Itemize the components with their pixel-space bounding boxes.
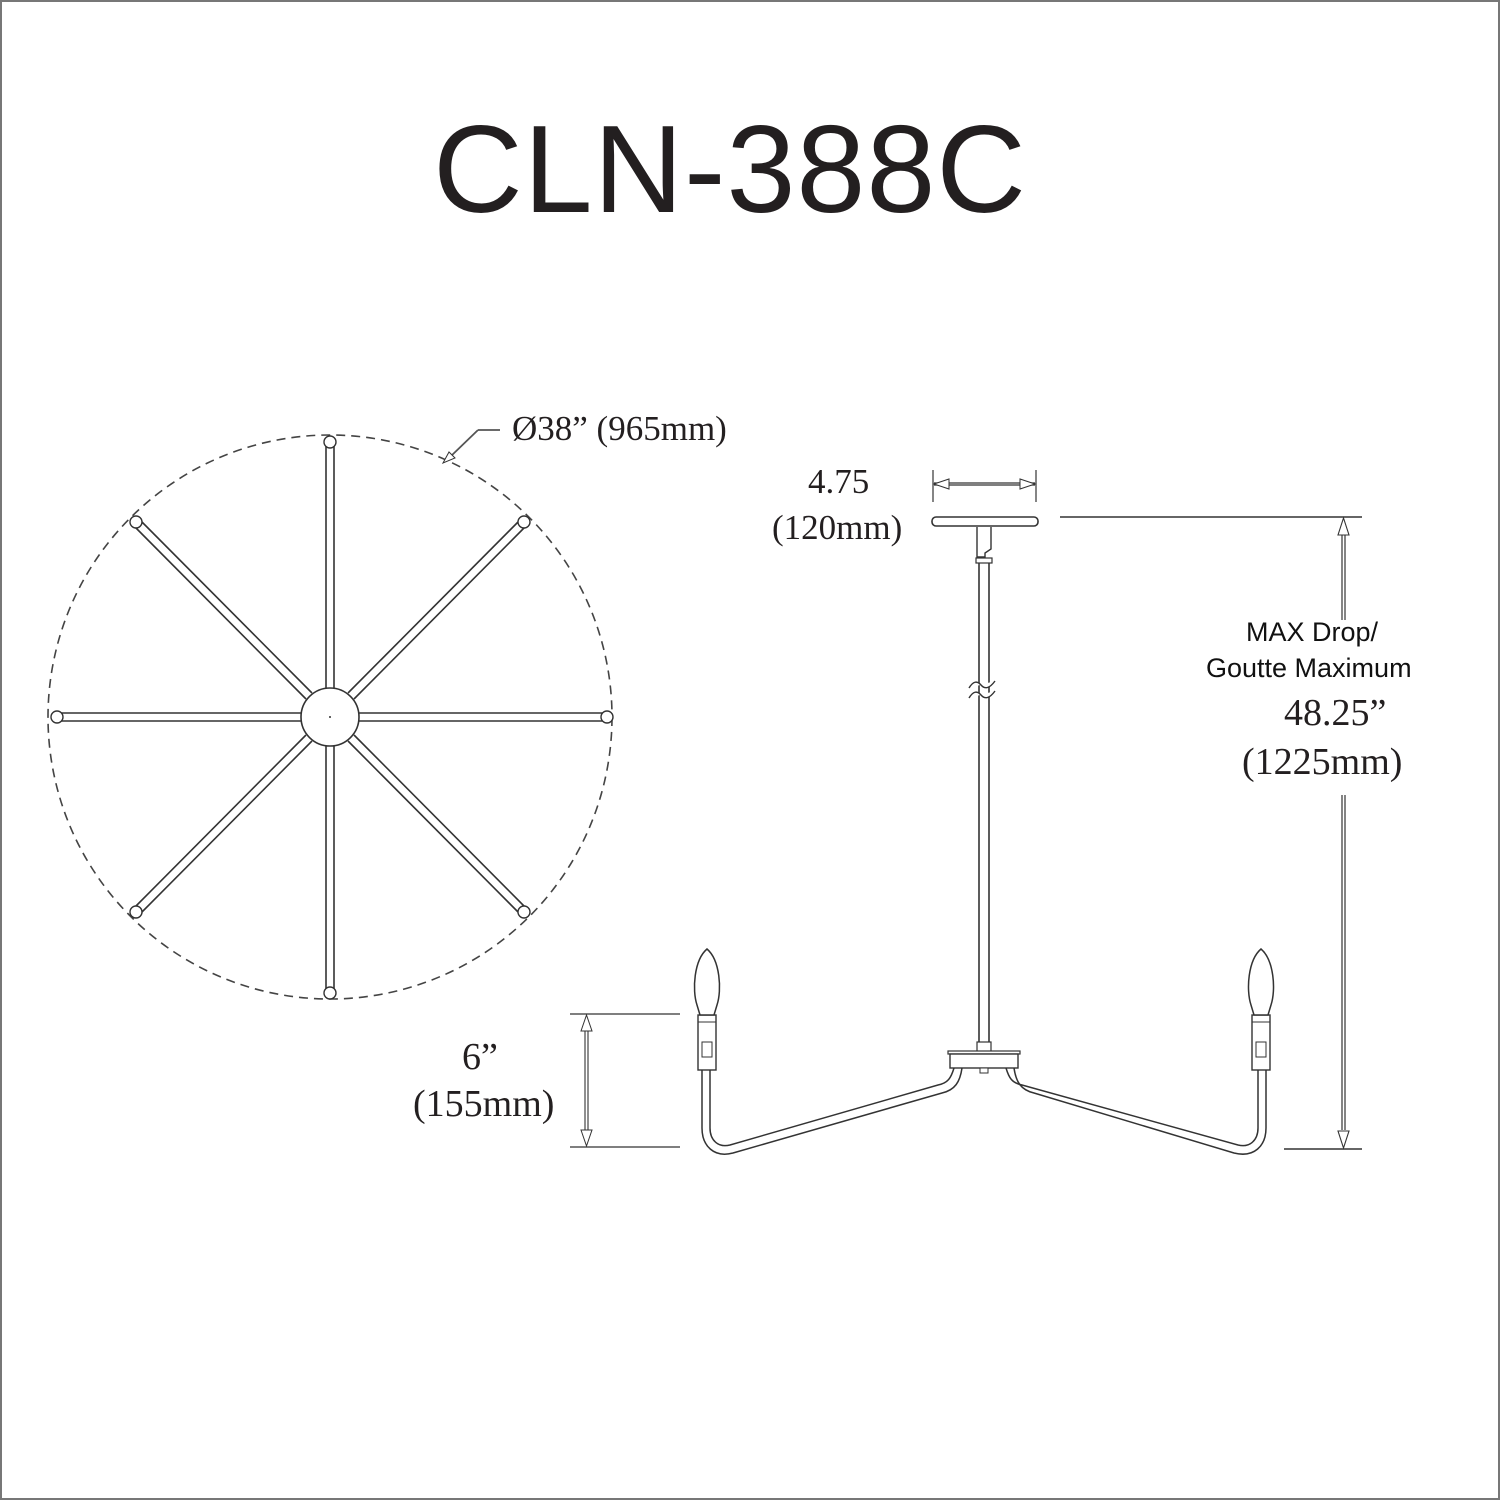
candle-left (693, 948, 721, 1071)
diameter-leader (449, 429, 500, 458)
max-drop-label-en: MAX Drop/ (1246, 617, 1379, 647)
side-view (570, 470, 1362, 1155)
arm-end-caps (50, 435, 614, 1000)
candle-height-inches: 6” (462, 1036, 498, 1078)
canopy-width-inches: 4.75 (808, 462, 870, 501)
canopy-plate (931, 516, 1039, 527)
diameter-label: Ø38” (965mm) (512, 409, 727, 448)
product-title: CLN-388C (433, 101, 1027, 239)
top-view (47, 429, 614, 1000)
max-drop-inches: 48.25” (1284, 692, 1387, 734)
max-drop-mm: (1225mm) (1242, 741, 1403, 783)
top-view-arms (60, 443, 604, 992)
canopy-width-mm: (120mm) (772, 508, 903, 547)
candle-height-mm: (155mm) (413, 1083, 555, 1125)
max-drop-label-fr: Goutte Maximum (1206, 653, 1412, 683)
candle-right (1247, 948, 1275, 1071)
